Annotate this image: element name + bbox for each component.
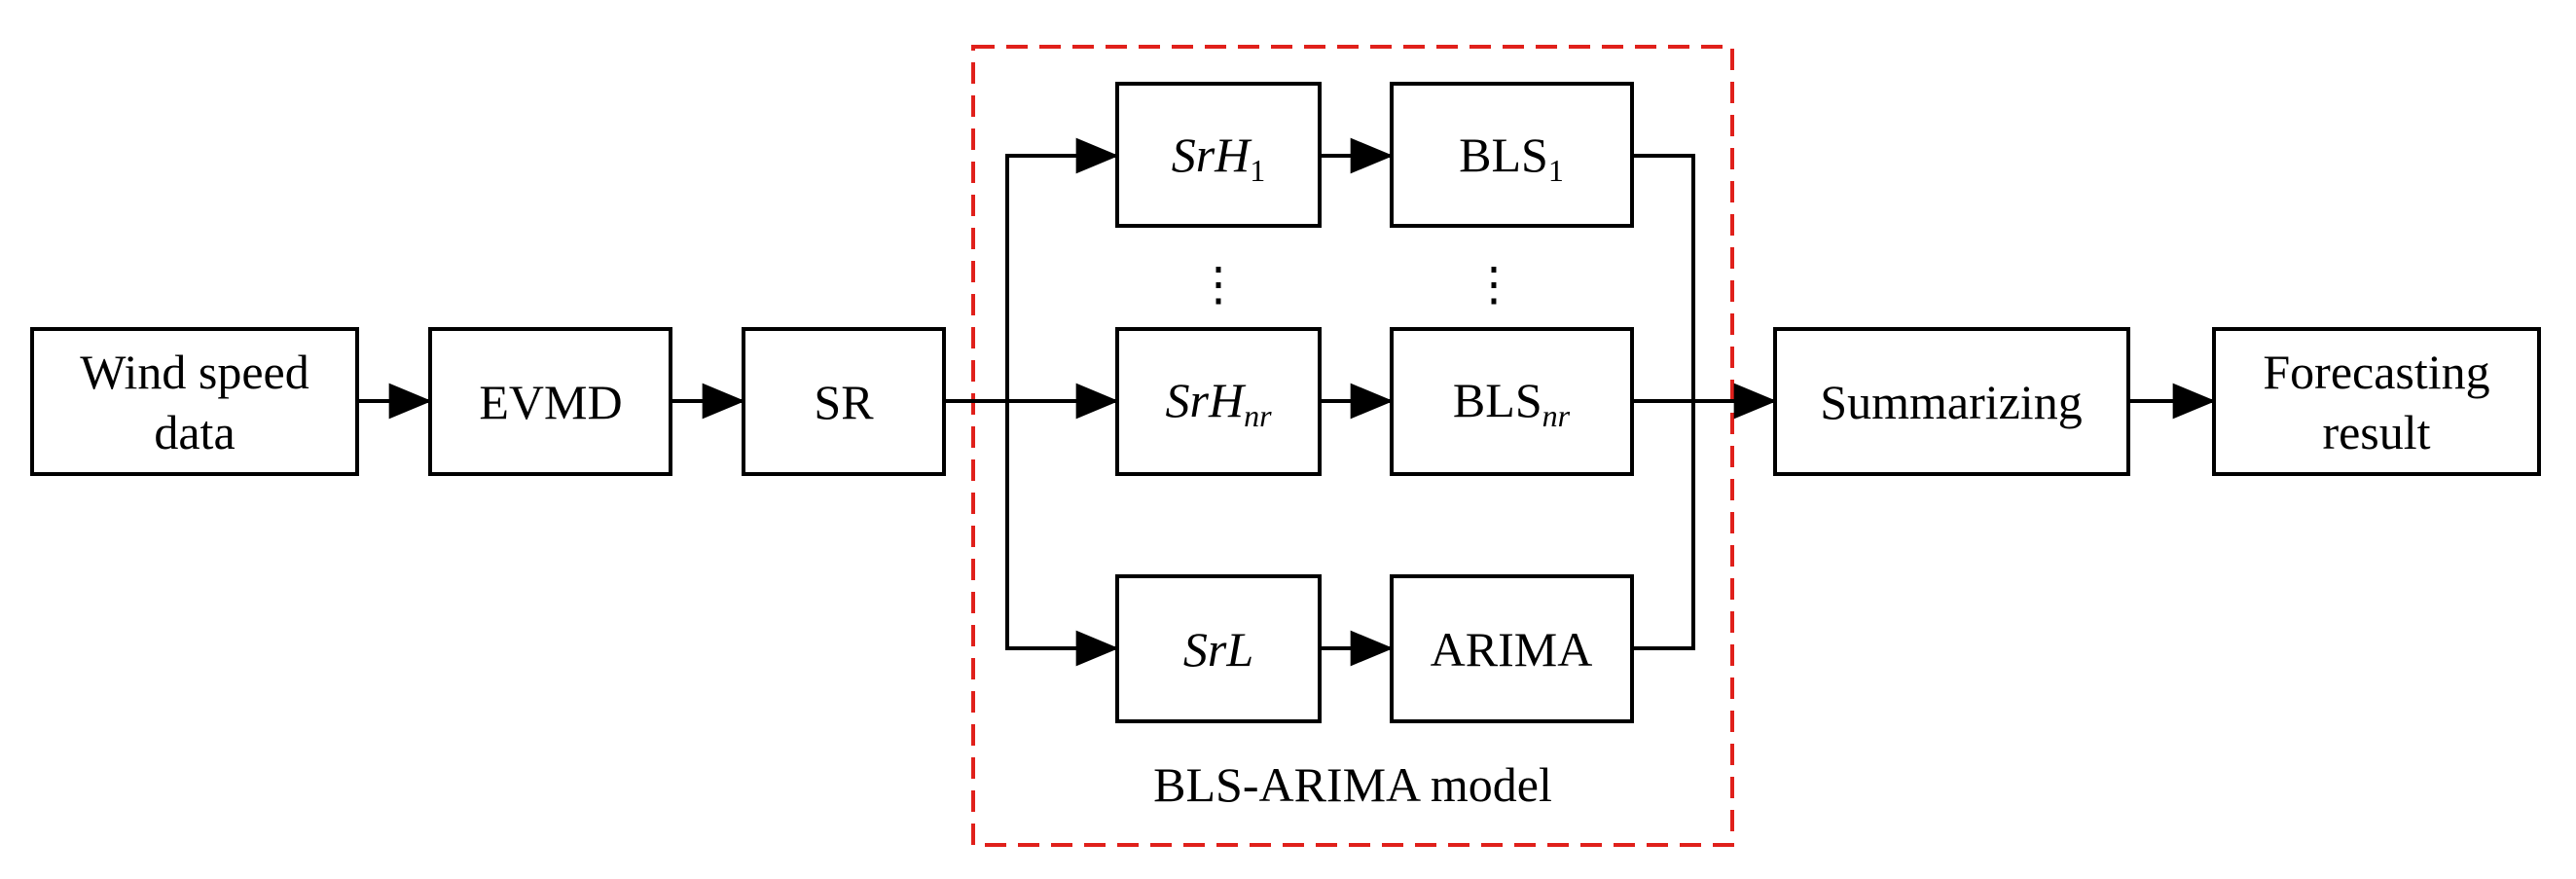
- srl-label: SrL: [1183, 622, 1253, 677]
- ellipsis-bls: ⋮: [1470, 259, 1517, 311]
- sr-box: SR: [742, 327, 946, 476]
- srh1-label: SrH1: [1172, 128, 1266, 188]
- line-bls1-out: [1632, 154, 1695, 401]
- line-arima-out: [1632, 401, 1695, 650]
- arima-box: ARIMA: [1390, 574, 1634, 723]
- summarizing-box: Summarizing: [1773, 327, 2130, 476]
- connectors: [357, 137, 2216, 667]
- srl-box: SrL: [1115, 574, 1322, 723]
- forecasting-result-box: Forecasting result: [2212, 327, 2541, 476]
- bls1-label: BLS1: [1459, 128, 1564, 188]
- wind-speed-data-line2: data: [154, 405, 235, 459]
- summarizing-label: Summarizing: [1820, 375, 2082, 429]
- sr-label: SR: [814, 375, 874, 429]
- bls1-box: BLS1: [1390, 82, 1634, 228]
- srhnr-label: SrHnr: [1165, 373, 1272, 433]
- wind-speed-data-line1: Wind speed: [80, 345, 308, 399]
- blsnr-box: BLSnr: [1390, 327, 1634, 476]
- model-caption: BLS-ARIMA model: [1153, 757, 1552, 812]
- srhnr-box: SrHnr: [1115, 327, 1322, 476]
- wind-speed-data-box: Wind speed data: [30, 327, 359, 476]
- evmd-label: EVMD: [479, 375, 622, 429]
- evmd-box: EVMD: [428, 327, 672, 476]
- model-boundary: [971, 45, 1734, 847]
- ellipsis-srh: ⋮: [1195, 259, 1242, 311]
- srh1-box: SrH1: [1115, 82, 1322, 228]
- arima-label: ARIMA: [1431, 622, 1593, 677]
- blsnr-label: BLSnr: [1453, 373, 1571, 433]
- forecasting-result-line1: Forecasting: [2263, 345, 2489, 399]
- forecasting-result-line2: result: [2322, 405, 2430, 459]
